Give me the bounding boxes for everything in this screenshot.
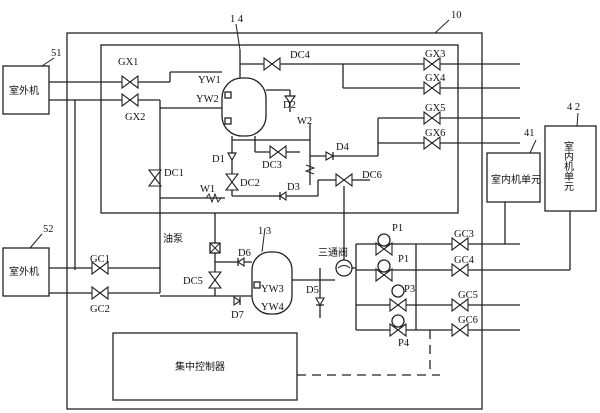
pump-p3-label: P3 [404,284,415,295]
valve-gx6-label: GX6 [425,128,445,139]
valve-dc1-label: DC1 [164,168,184,179]
valve-dc3 [269,145,287,159]
system-boundary [66,32,483,410]
indoor-unit-2-label: 室内机单元 [562,140,574,191]
valve-dc1 [148,169,162,187]
valve-dc4-label: DC4 [290,50,311,61]
outdoor-unit-2-label: 室外机 [9,265,39,278]
diode-d4-label: D4 [336,142,350,153]
valve-gc2 [91,286,109,300]
outdoor-unit-1-label: 室外机 [9,84,39,97]
diode-d4 [325,151,335,161]
valve-dc6-label: DC6 [362,170,382,181]
indoor-unit-1-ref: 41 [524,128,535,139]
valve-gx4-label: GX4 [425,73,446,84]
valve-gx2 [121,93,139,107]
outdoor-unit-1-ref: 51 [51,48,62,59]
outdoor-unit-2 [2,247,50,297]
valve-gx2-label: GX2 [125,112,145,123]
pump-p4 [391,314,405,328]
indoor-unit-1-label: 室内机单元 [491,173,541,186]
pump-p1-b-label: P1 [398,254,409,265]
pump-p3 [391,284,405,298]
sensor-w1: W1 [200,184,215,195]
leader-line [235,23,241,51]
valve-gx3-label: GX3 [425,49,445,60]
sensor-w1-coil [205,192,222,204]
valve-gc2-label: GC2 [90,304,110,315]
leader-line [41,57,55,67]
sensor-yw4: YW4 [261,302,284,313]
valve-gx1 [121,75,139,89]
indoor-unit-1 [486,152,541,203]
pump-p4-label: P4 [398,338,410,349]
valve-dc5 [208,271,222,289]
tank-ref: 1 4 [230,14,244,25]
valve-gc5-label: GC5 [458,290,478,301]
sensor-w2-coil [304,164,316,175]
diode-d6 [237,256,245,268]
sensor-yw2: YW2 [196,94,219,105]
pump-p1-a-label: P1 [392,223,403,234]
valve-gc4-label: GC4 [454,255,475,266]
system-ref: 10 [451,10,462,21]
central-controller-label: 集中控制器 [175,360,225,373]
valve-dc2 [225,173,239,191]
pump-p1-a [377,233,391,247]
diode-d7 [233,295,241,307]
three-way-valve-label: 三通阀 [318,246,348,259]
leader-line [434,19,450,34]
sensor-w2: W2 [297,116,312,127]
oil-pump-label: 油泵 [163,232,183,245]
indoor-unit-2-ref: 4 2 [567,102,580,113]
indoor-unit-2 [544,125,597,212]
valve-dc3-label: DC3 [262,160,282,171]
valve-gx5-label: GX5 [425,103,445,114]
outdoor-unit-2-ref: 52 [43,224,54,235]
outdoor-unit-1 [2,65,50,115]
sensor-yw3: YW3 [261,284,284,295]
diode-d1 [227,152,237,162]
diode-d2-label: D2 [283,100,296,111]
valve-dc6 [335,173,353,187]
inner-box [100,44,459,214]
central-controller [112,332,298,401]
diode-d3 [279,190,287,202]
sensor-yw1: YW1 [198,75,221,86]
valve-gc3-label: GC3 [454,229,474,240]
leader-line [29,233,43,249]
diode-d1-label: D1 [212,154,225,165]
diode-d5 [315,297,325,307]
oil-separator [251,251,293,315]
valve-dc5-label: DC5 [183,276,203,287]
separator-ref: 1 3 [258,226,271,237]
leader-line [576,112,579,127]
diode-d5-label: D5 [306,285,319,296]
diode-d7-label: D7 [231,310,244,321]
valve-gc1-label: GC1 [90,254,110,265]
receiver-tank [221,77,267,137]
leader-line [529,139,537,154]
valve-dc2-label: DC2 [240,178,260,189]
pump-p1-b [377,259,391,273]
leader-line [261,227,266,253]
diode-d3-label: D3 [287,182,300,193]
valve-gc6-label: GC6 [458,315,478,326]
valve-gx1-label: GX1 [118,57,138,68]
diode-d6-label: D6 [238,248,251,259]
valve-dc4 [263,57,281,71]
